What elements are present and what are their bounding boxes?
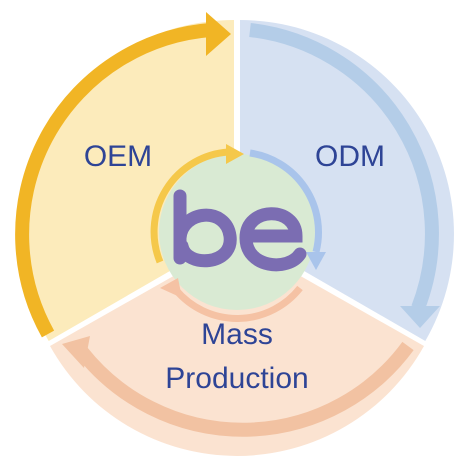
inner-yellow-arrow — [150, 148, 229, 264]
odm-arrowhead — [400, 306, 440, 328]
inner-peach-arrowhead — [160, 278, 182, 298]
mass-production-arrow — [76, 341, 414, 437]
be-logo — [173, 189, 307, 272]
odm-label: ODM — [315, 140, 385, 173]
inner-peach-arrow — [173, 285, 303, 322]
oem-arrow — [15, 23, 211, 338]
logo-letter-e — [239, 207, 307, 272]
mass-production-label-line1: Mass — [201, 318, 273, 351]
inner-blue-arrow — [249, 149, 322, 253]
logo-letter-b — [173, 189, 237, 268]
mass-production-label-line2: Production — [165, 362, 308, 395]
oem-arrowhead — [206, 12, 231, 56]
inner-blue-arrowhead — [306, 252, 326, 270]
oem-label: OEM — [84, 140, 152, 173]
odm-arrow — [249, 23, 439, 311]
inner-yellow-arrowhead — [226, 144, 244, 164]
mass-production-arrowhead — [62, 336, 90, 368]
